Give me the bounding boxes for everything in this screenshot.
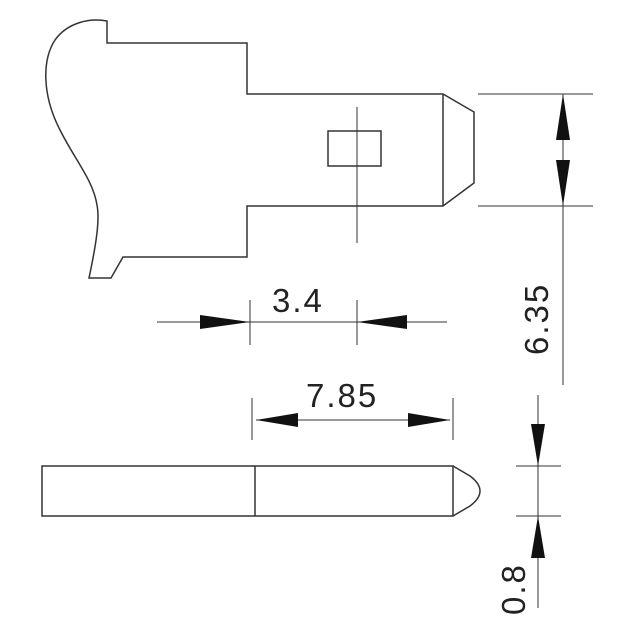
arrow-head bbox=[256, 413, 298, 427]
arrow-head bbox=[531, 424, 545, 466]
side-view-nose bbox=[452, 465, 481, 517]
dimension-label-length: 7.85 bbox=[306, 377, 378, 414]
terminal-top-view-outline bbox=[45, 19, 475, 279]
arrow-head bbox=[556, 160, 570, 206]
arrow-head bbox=[531, 516, 545, 558]
dimension-label-thickness: 0.8 bbox=[495, 563, 532, 615]
arrow-head bbox=[200, 315, 250, 329]
arrow-head bbox=[408, 413, 450, 427]
tab-hole bbox=[327, 130, 382, 167]
dimension-label-width: 6.35 bbox=[518, 283, 555, 355]
terminal-side-view bbox=[41, 465, 454, 517]
dimension-label-hole-offset: 3.4 bbox=[272, 282, 324, 319]
arrow-head bbox=[556, 94, 570, 140]
arrow-head bbox=[357, 315, 407, 329]
